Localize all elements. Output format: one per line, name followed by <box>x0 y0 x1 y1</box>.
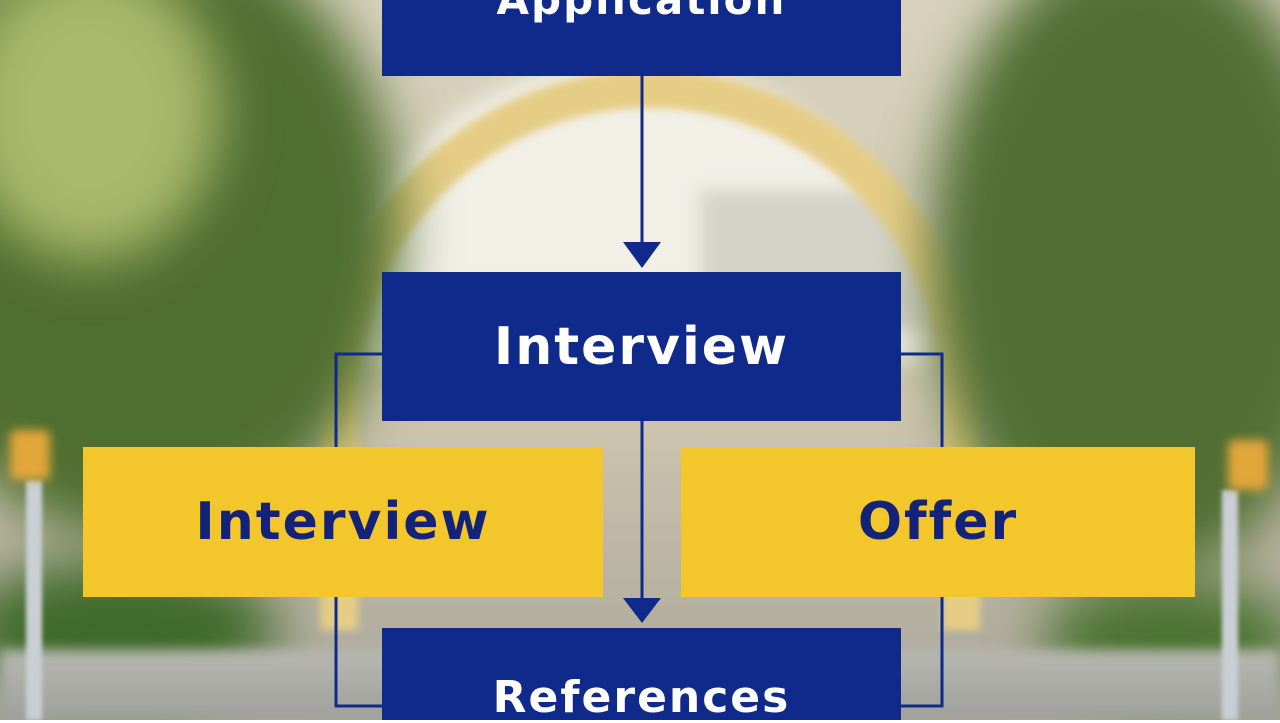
node-application-label: Application <box>497 0 787 24</box>
node-references: References <box>382 628 901 723</box>
node-interview-main-label: Interview <box>493 316 790 377</box>
node-offer-label: Offer <box>857 492 1019 552</box>
bg-lamp-pole-left <box>26 480 42 720</box>
node-references-label: References <box>492 672 791 723</box>
node-offer: Offer <box>681 447 1195 597</box>
bg-lamp-pole-right <box>1222 490 1238 720</box>
node-interview-side-label: Interview <box>195 492 491 552</box>
bg-lamp-right <box>1228 440 1268 490</box>
node-application: Application <box>382 0 901 76</box>
bg-lamp-left <box>10 430 50 480</box>
node-interview-side: Interview <box>83 447 603 597</box>
node-interview-main: Interview <box>382 272 901 421</box>
